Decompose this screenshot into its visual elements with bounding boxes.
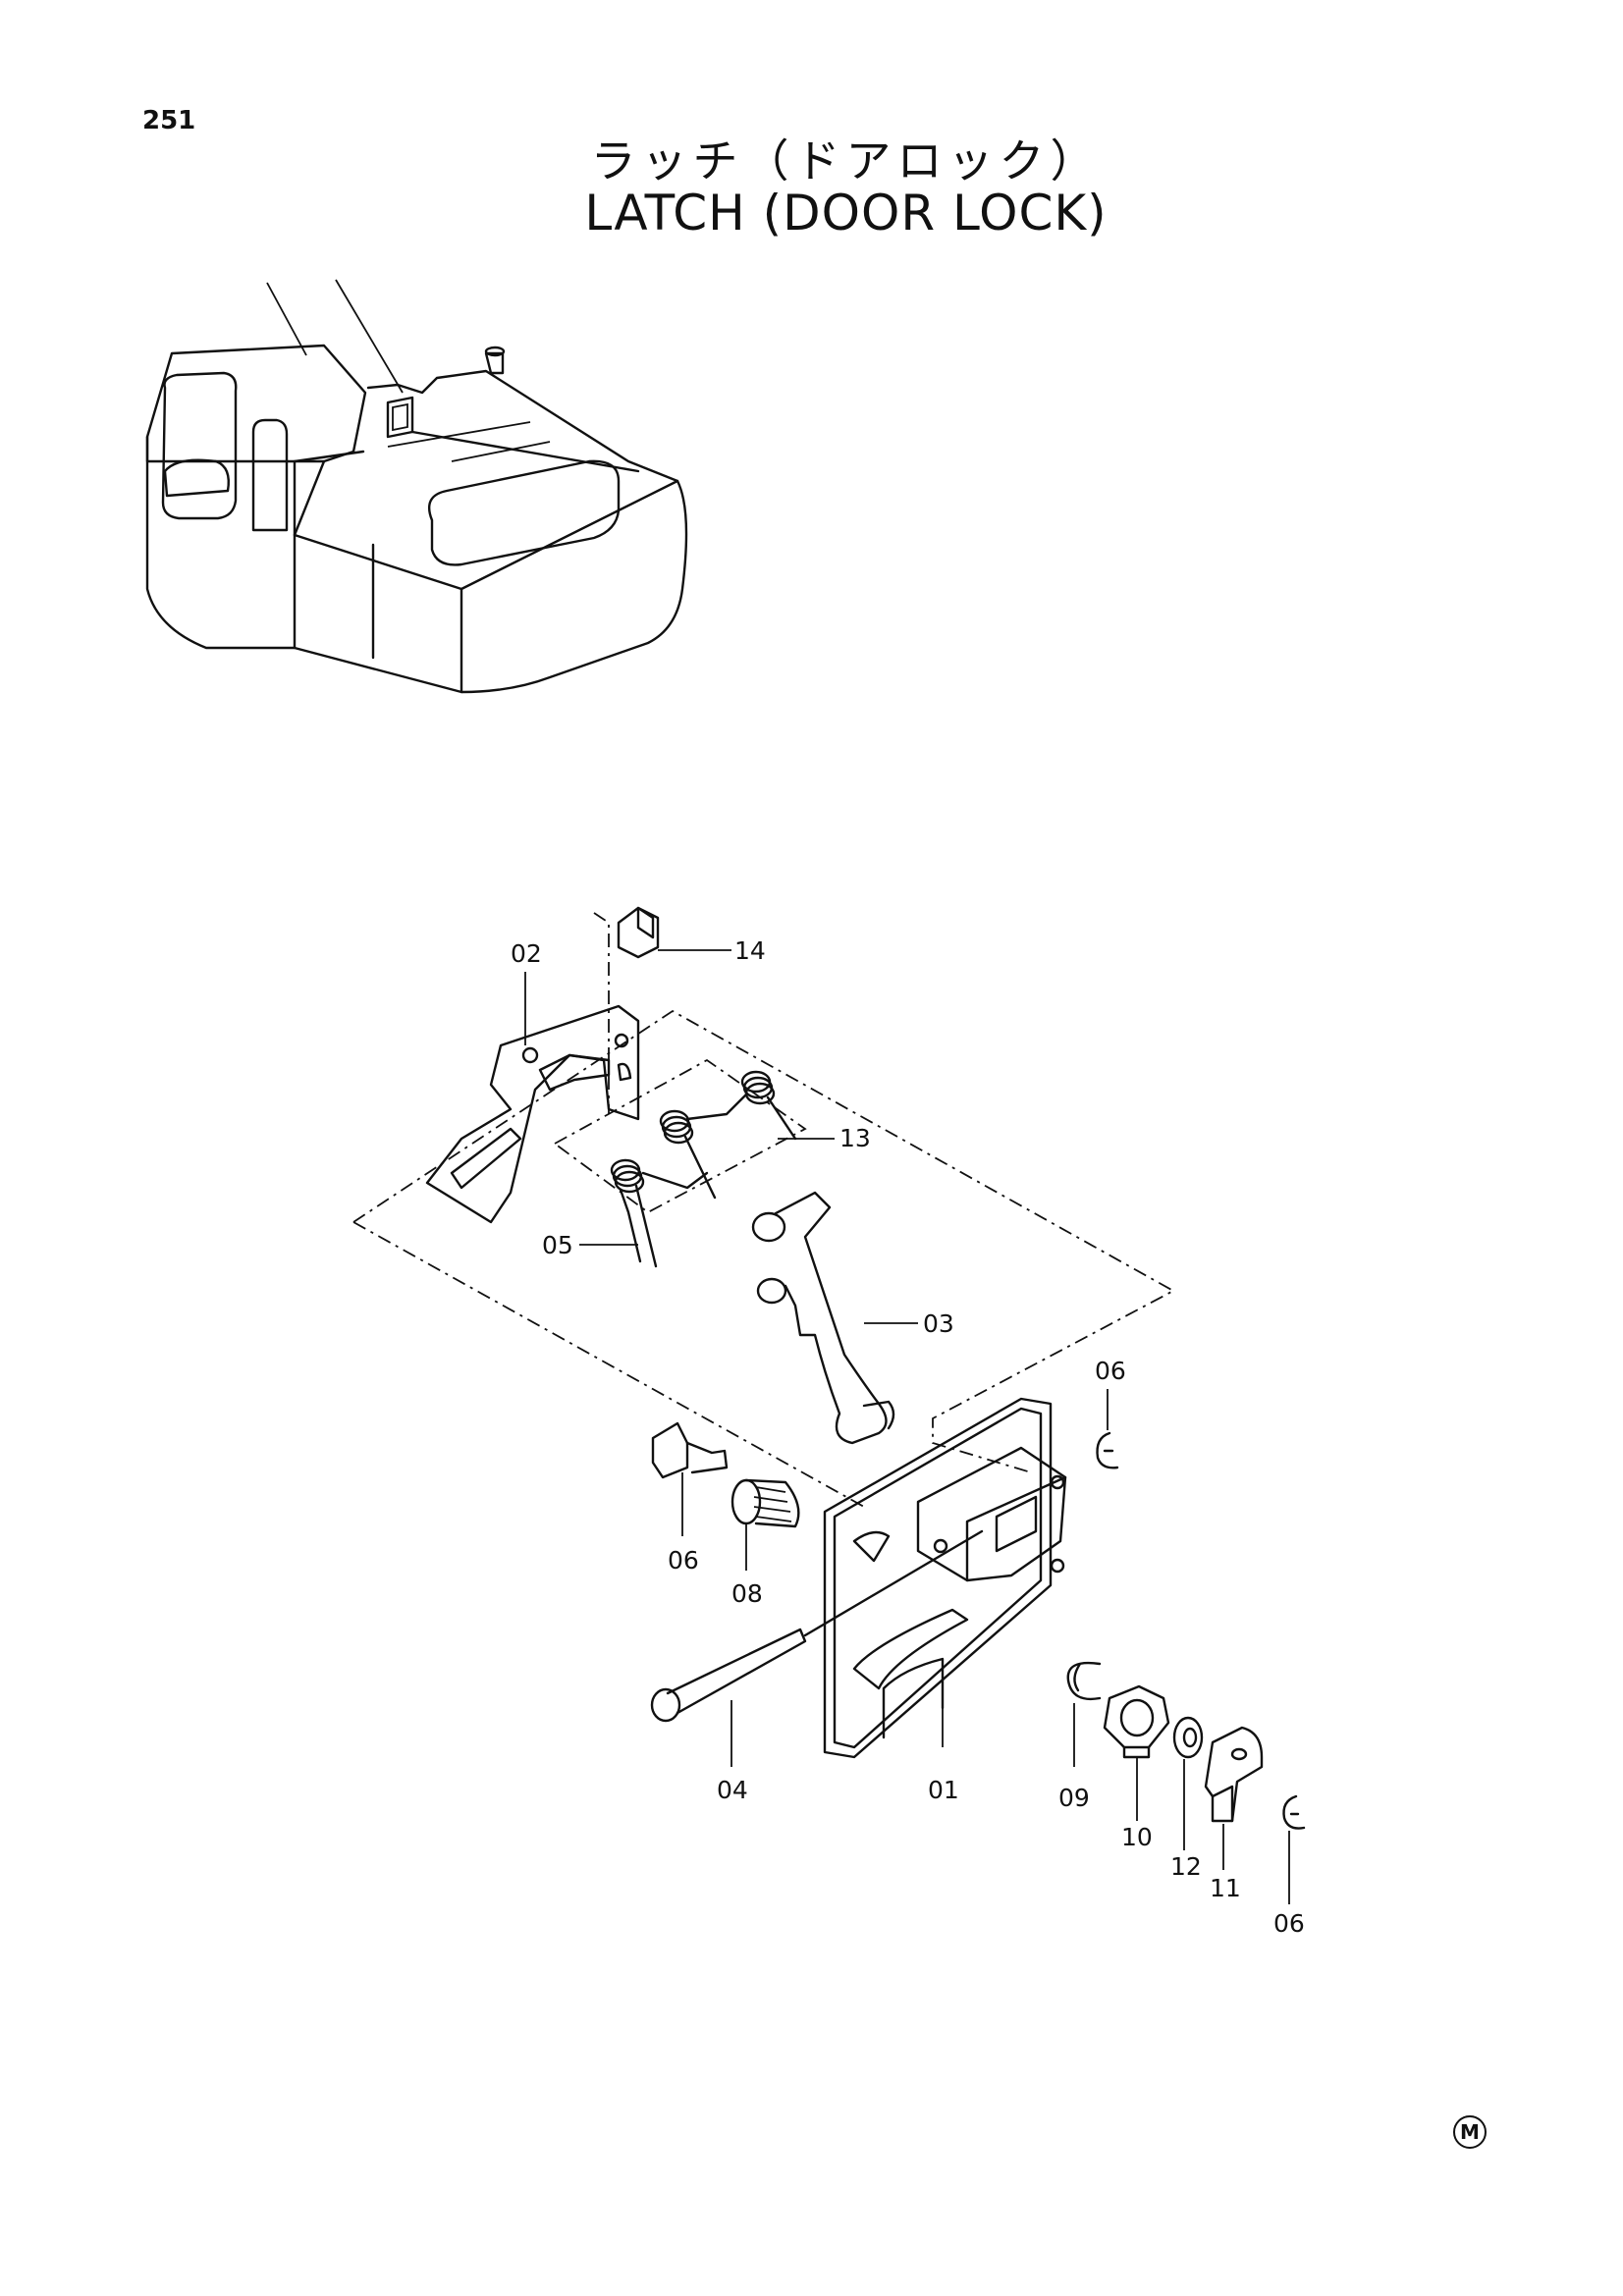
part-13-spring xyxy=(659,1070,835,1200)
part-07-plug xyxy=(651,1421,729,1536)
label-08: 08 xyxy=(731,1579,763,1608)
title-japanese: ラッチ（ドアロック） xyxy=(590,134,1102,187)
label-13: 13 xyxy=(839,1124,871,1152)
part-10-nut xyxy=(1103,1684,1170,1821)
label-06-upper: 06 xyxy=(1095,1357,1126,1385)
part-06-e-ring-upper xyxy=(1096,1389,1119,1469)
part-02-lever-bracket xyxy=(425,972,640,1224)
label-02: 02 xyxy=(511,939,542,968)
part-09-snap-ring xyxy=(1066,1661,1102,1767)
label-09: 09 xyxy=(1058,1784,1090,1812)
label-03: 03 xyxy=(923,1309,954,1338)
label-04: 04 xyxy=(717,1776,748,1804)
label-06-lower: 06 xyxy=(1273,1909,1305,1938)
part-14-clip xyxy=(617,906,731,959)
label-07: 06 xyxy=(668,1546,699,1575)
label-10: 10 xyxy=(1121,1823,1153,1851)
part-11-lock-plate xyxy=(1204,1726,1264,1870)
excavator-overview xyxy=(145,279,688,694)
part-08-bushing xyxy=(730,1478,800,1571)
part-labels: 02 14 13 05 03 06 06 08 04 01 09 10 12 1… xyxy=(511,936,1305,1938)
part-05-spring xyxy=(579,1158,709,1268)
part-12-washer xyxy=(1172,1716,1204,1850)
label-11: 11 xyxy=(1210,1874,1241,1902)
part-03-latch-hook xyxy=(751,1191,918,1445)
part-01-base-plate xyxy=(823,1397,1067,1759)
part-06-e-ring-lower xyxy=(1282,1794,1306,1904)
page-number: 251 xyxy=(142,106,196,135)
label-05: 05 xyxy=(542,1231,573,1259)
label-01: 01 xyxy=(928,1776,959,1804)
title-english: LATCH (DOOR LOCK) xyxy=(584,185,1108,241)
part-04-pin xyxy=(650,1529,984,1767)
label-14: 14 xyxy=(734,936,766,965)
manual-mark-icon: M xyxy=(1453,2115,1487,2149)
label-12: 12 xyxy=(1170,1852,1202,1881)
